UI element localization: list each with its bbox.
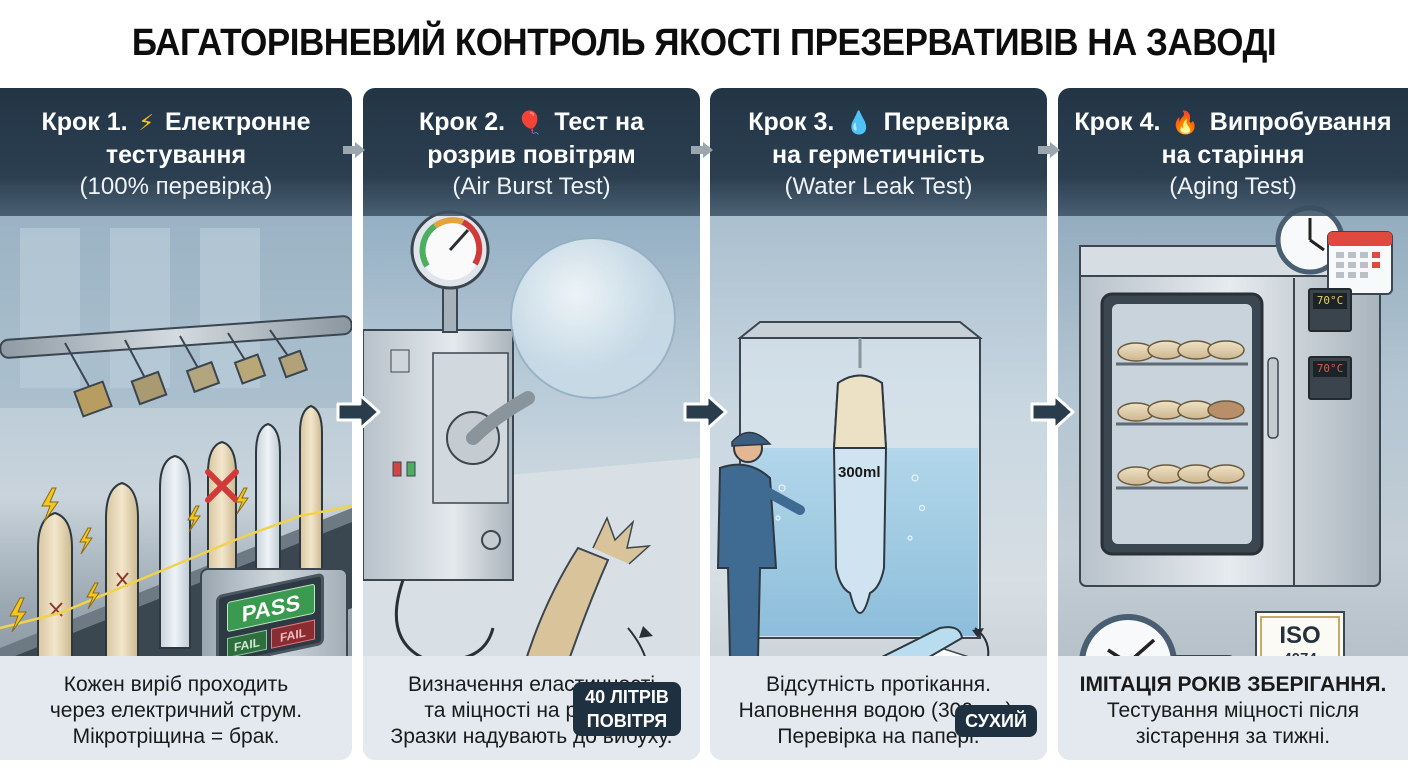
lightning-icon: ⚡ (138, 110, 154, 135)
step-panel-2: Крок 2. 🎈 Тест на розрив повітрям (Air B… (363, 88, 700, 760)
arrow-right-icon (1038, 142, 1060, 158)
step-title-line2: на старіння (1161, 141, 1305, 169)
air-volume-callout: 40 ЛІТРІВ ПОВІТРЯ (573, 682, 681, 736)
step-panel-1: Крок 1. ⚡ Електронне тестування (100% пе… (0, 88, 352, 760)
water-drop-icon: 💧 (845, 110, 873, 135)
inflated-balloon (510, 237, 676, 399)
page-title: БАГАТОРІВНЕВИЙ КОНТРОЛЬ ЯКОСТІ ПРЕЗЕРВАТ… (131, 22, 1277, 64)
aging-test-illustration: 70°C 70°C ISO 4074 (1058, 188, 1408, 748)
step-panel-3: Крок 3. 💧 Перевірка на герметичність (Wa… (710, 88, 1047, 760)
step-header: Крок 4. 🔥 Випробування на старіння (Agin… (1058, 88, 1408, 216)
arrow-right-icon (683, 393, 728, 431)
step-title-line2: тестування (105, 141, 247, 169)
step-header: Крок 3. 💧 Перевірка на герметичність (Wa… (710, 88, 1047, 216)
arrow-right-icon (1030, 393, 1075, 431)
test-screen: PASS FAIL FAIL (216, 572, 324, 668)
step-number: Крок 3. (748, 108, 835, 136)
dry-callout: СУХИЙ (955, 705, 1037, 737)
step-title: Перевірка (883, 108, 1009, 136)
step-title: Випробування (1209, 108, 1392, 136)
step-subtitle: (Water Leak Test) (784, 173, 973, 200)
step-header: Крок 2. 🎈 Тест на розрив повітрям (Air B… (363, 88, 700, 216)
step-description: ІМІТАЦІЯ РОКІВ ЗБЕРІГАННЯ. Тестування мі… (1058, 656, 1408, 760)
step-title: Тест на (554, 108, 645, 136)
step-subtitle: (Aging Test) (1169, 173, 1297, 200)
technician (716, 463, 778, 659)
temperature-display-top: 70°C (1308, 288, 1352, 332)
balloon-icon: 🎈 (516, 110, 544, 135)
step-title-line2: розрив повітрям (427, 141, 636, 169)
step-number: Крок 4. (1074, 108, 1161, 136)
calendar-icon (1327, 231, 1393, 295)
temperature-display-bottom: 70°C (1308, 356, 1352, 400)
arrow-right-icon (691, 142, 713, 158)
reject-mark-icon (205, 469, 239, 503)
step-subtitle: (100% перевірка) (79, 173, 273, 200)
step-number: Крок 1. (41, 108, 128, 136)
step-title-line2: на герметичність (772, 141, 985, 169)
fail-indicator-red: FAIL (271, 619, 315, 649)
step-title: Електронне (164, 108, 311, 136)
step-number: Крок 2. (418, 108, 506, 136)
arrow-right-icon (343, 142, 365, 158)
air-burst-illustration: 40 ЛІТРІВ ПОВІТРЯ (363, 188, 700, 748)
step-header: Крок 1. ⚡ Електронне тестування (100% пе… (0, 88, 352, 216)
electronic-test-illustration: PASS FAIL FAIL (0, 188, 352, 748)
step-subtitle: (Air Burst Test) (452, 173, 611, 200)
certificate-title: ISO (1279, 622, 1321, 649)
fail-indicator-green: FAIL (227, 629, 267, 659)
spark-icons (9, 487, 249, 633)
step-description: Кожен виріб проходить через електричний … (0, 656, 352, 760)
arrow-right-icon (336, 393, 381, 431)
fire-icon: 🔥 (1171, 110, 1199, 135)
volume-label: 300ml (838, 464, 881, 481)
step-panel-4: Крок 4. 🔥 Випробування на старіння (Agin… (1058, 88, 1408, 760)
